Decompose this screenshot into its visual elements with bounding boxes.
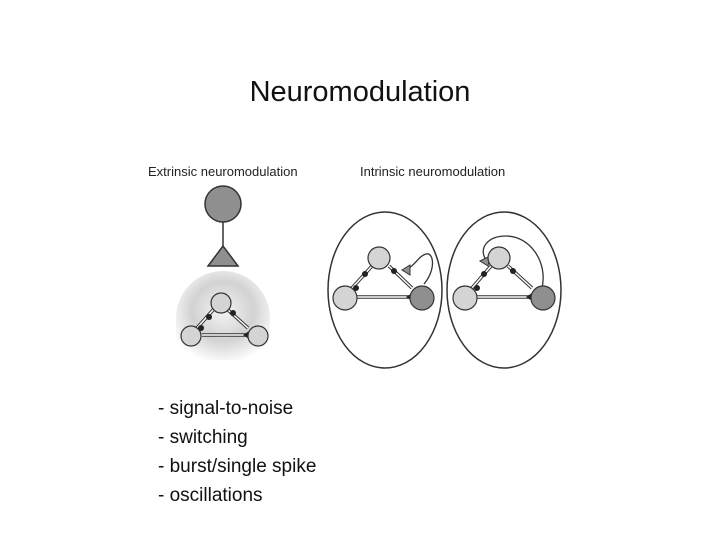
extrinsic-panel [176, 185, 270, 360]
list-item: - burst/single spike [158, 456, 317, 477]
intrinsic-panel-left [327, 211, 443, 369]
neuron-top [210, 292, 232, 314]
intrinsic-boundary-left [327, 211, 443, 369]
modulatory-synapse-triangle [206, 244, 240, 267]
list-item: - oscillations [158, 485, 263, 506]
intrinsic-boundary-right [446, 211, 562, 369]
intrinsic-modulatory-loop-right [482, 235, 544, 289]
neuron-top [487, 246, 511, 270]
neuron-left [332, 285, 358, 311]
neuron-right-modulatory [530, 285, 556, 311]
intrinsic-panel-right [446, 211, 562, 369]
neuron-top [367, 246, 391, 270]
modulatory-neuron-soma [204, 185, 242, 223]
neuron-left [452, 285, 478, 311]
neuron-left [180, 325, 202, 347]
neuron-right-modulatory [409, 285, 435, 311]
list-item: - switching [158, 427, 248, 448]
effects-list: - signal-to-noise - switching - burst/si… [158, 394, 316, 510]
list-item: - signal-to-noise [158, 398, 294, 419]
slide-title: Neuromodulation [249, 76, 471, 108]
neuromodulator-halo [176, 271, 270, 360]
extrinsic-neuromodulation-label: Extrinsic neuromodulation [148, 164, 298, 179]
extrinsic-circuit [180, 292, 269, 347]
intrinsic-modulatory-loop-left [403, 253, 434, 285]
intrinsic-neuromodulation-label: Intrinsic neuromodulation [360, 164, 506, 179]
neuron-right [247, 325, 269, 347]
